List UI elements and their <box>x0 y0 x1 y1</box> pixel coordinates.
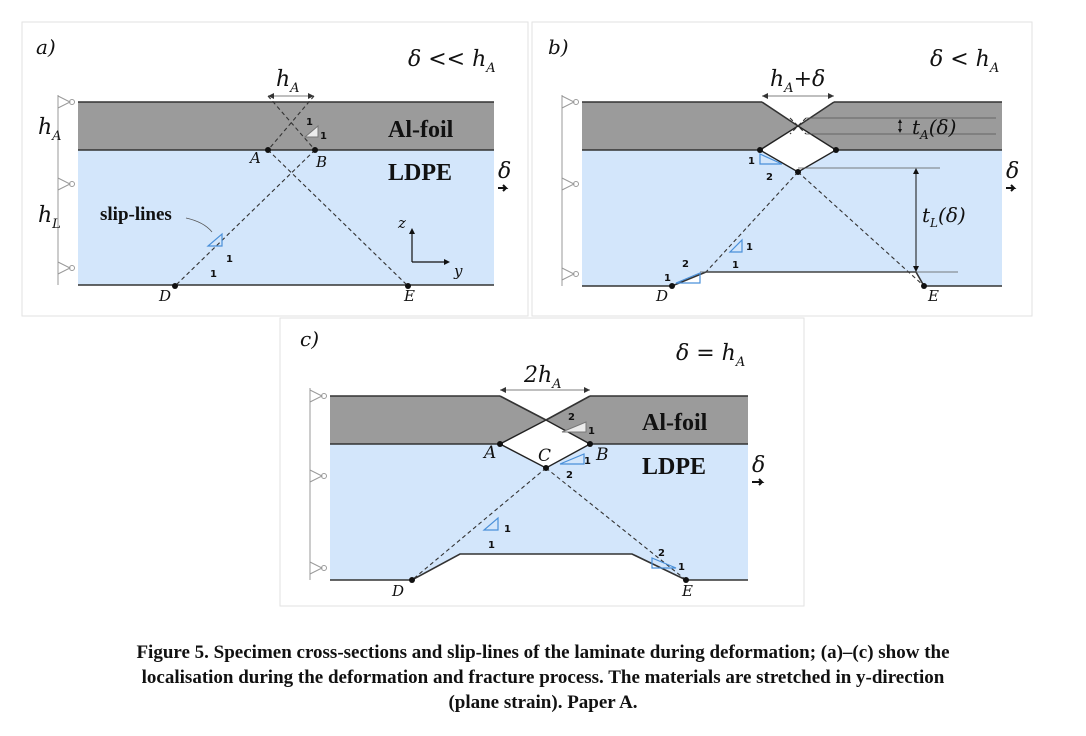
panel-b-supports <box>561 95 579 286</box>
panel-a-axes: z y <box>397 214 463 280</box>
panel-b-slip-lines <box>705 117 925 287</box>
panel-b-slope-marker-top <box>759 153 783 165</box>
panel-a-label: a) <box>36 35 56 59</box>
caption-line-1: Figure 5. Specimen cross-sections and sl… <box>136 642 950 663</box>
panel-c-al-foil-label: Al-foil <box>642 410 708 436</box>
panel-b-ldpe-layer <box>582 150 1002 286</box>
panel-a-delta-arrow <box>498 184 509 192</box>
panel-a-condition: δ << hA <box>408 47 496 76</box>
panel-a-point-e: E <box>403 287 415 305</box>
panel-a-point-d: D <box>158 287 171 305</box>
caption-line-2: localisation during the deformation and … <box>141 667 945 688</box>
svg-text:1: 1 <box>584 456 591 467</box>
panel-c-slope-marker-left <box>482 516 499 531</box>
svg-text:1: 1 <box>746 242 753 253</box>
svg-text:1: 1 <box>664 273 671 284</box>
panel-b-slope-marker-mid <box>728 238 743 253</box>
svg-text:1: 1 <box>306 117 313 128</box>
panel-a-ldpe-label: LDPE <box>388 160 452 186</box>
svg-text:1: 1 <box>678 562 685 573</box>
panel-c-label: c) <box>300 327 319 351</box>
panel-c-delta-arrow <box>752 478 765 486</box>
panel-a-frame <box>21 21 529 317</box>
panel-a-al-foil-label: Al-foil <box>388 117 454 143</box>
svg-text:1: 1 <box>488 540 495 551</box>
figure-caption: Figure 5. Specimen cross-sections and sl… <box>0 640 1086 715</box>
panel-b-al-foil-layer <box>582 102 1002 150</box>
panel-a: a) δ << hA hA hL hA <box>21 21 529 317</box>
panel-c-point-e: E <box>681 582 693 600</box>
panel-c-point-b: B <box>595 445 609 465</box>
svg-text:1: 1 <box>210 269 217 280</box>
panel-b-delta-arrow <box>1006 184 1017 192</box>
panel-b-frame <box>531 21 1033 317</box>
svg-text:1: 1 <box>320 131 327 142</box>
panel-c-slope-marker-top <box>561 421 587 433</box>
panel-a-al-foil-layer <box>78 102 494 150</box>
panel-c: c) δ = hA 2hA <box>279 317 805 607</box>
panel-b-slope-marker-bottom <box>675 272 701 284</box>
panel-b: b) δ < hA hA+δ <box>531 21 1033 317</box>
panel-a-slip-lines <box>174 95 409 287</box>
panel-c-ldpe-label: LDPE <box>642 454 706 480</box>
panel-a-supports <box>57 95 75 285</box>
svg-text:2: 2 <box>568 412 575 423</box>
panel-c-width-label: 2hA <box>523 363 562 392</box>
panel-b-point-e: E <box>927 287 939 305</box>
panel-a-delta-label: δ <box>498 159 511 184</box>
panel-b-width-label: hA+δ <box>770 67 825 96</box>
svg-text:1: 1 <box>226 254 233 265</box>
panel-c-point-d: D <box>391 582 404 600</box>
panel-c-slip-lines <box>411 467 687 581</box>
panel-a-slope-marker-bottom <box>206 232 223 247</box>
panel-c-supports <box>309 388 327 580</box>
panel-c-slope-marker-mid <box>559 453 585 465</box>
panel-a-slope-marker-top <box>303 124 319 138</box>
svg-text:y: y <box>453 262 463 280</box>
panel-b-delta-label: δ <box>1006 159 1019 184</box>
svg-text:z: z <box>397 214 406 232</box>
panel-a-h-a-label: hA <box>38 115 62 144</box>
panel-c-al-foil-layer <box>330 396 748 444</box>
panel-c-frame <box>279 317 805 607</box>
svg-text:2: 2 <box>566 470 573 481</box>
panel-b-point-d: D <box>655 287 668 305</box>
svg-text:1: 1 <box>732 260 739 271</box>
panel-b-label: b) <box>548 35 569 59</box>
svg-text:1: 1 <box>748 156 755 167</box>
panel-c-condition: δ = hA <box>676 341 745 370</box>
svg-text:2: 2 <box>682 259 689 270</box>
panel-b-t-a-label: tA(δ) <box>912 115 956 142</box>
panel-a-slip-lines-label: slip-lines <box>100 204 172 225</box>
panel-c-point-a: A <box>482 443 496 463</box>
panel-c-ldpe-layer <box>330 444 748 580</box>
panel-c-slope-marker-right <box>651 557 677 569</box>
caption-line-3: (plane strain). Paper A. <box>448 692 638 713</box>
svg-text:2: 2 <box>658 548 665 559</box>
panel-a-point-b: B <box>315 153 327 171</box>
svg-text:1: 1 <box>588 426 595 437</box>
svg-text:2: 2 <box>766 172 773 183</box>
panel-c-delta-label: δ <box>752 453 765 478</box>
panel-b-t-l-label: tL(δ) <box>922 203 966 230</box>
panel-c-point-c: C <box>538 446 551 466</box>
panel-a-h-l-label: hL <box>38 203 61 232</box>
panel-b-condition: δ < hA <box>930 47 999 76</box>
svg-text:1: 1 <box>504 524 511 535</box>
panel-a-width-label: hA <box>276 67 300 96</box>
panel-a-point-a: A <box>248 149 261 167</box>
